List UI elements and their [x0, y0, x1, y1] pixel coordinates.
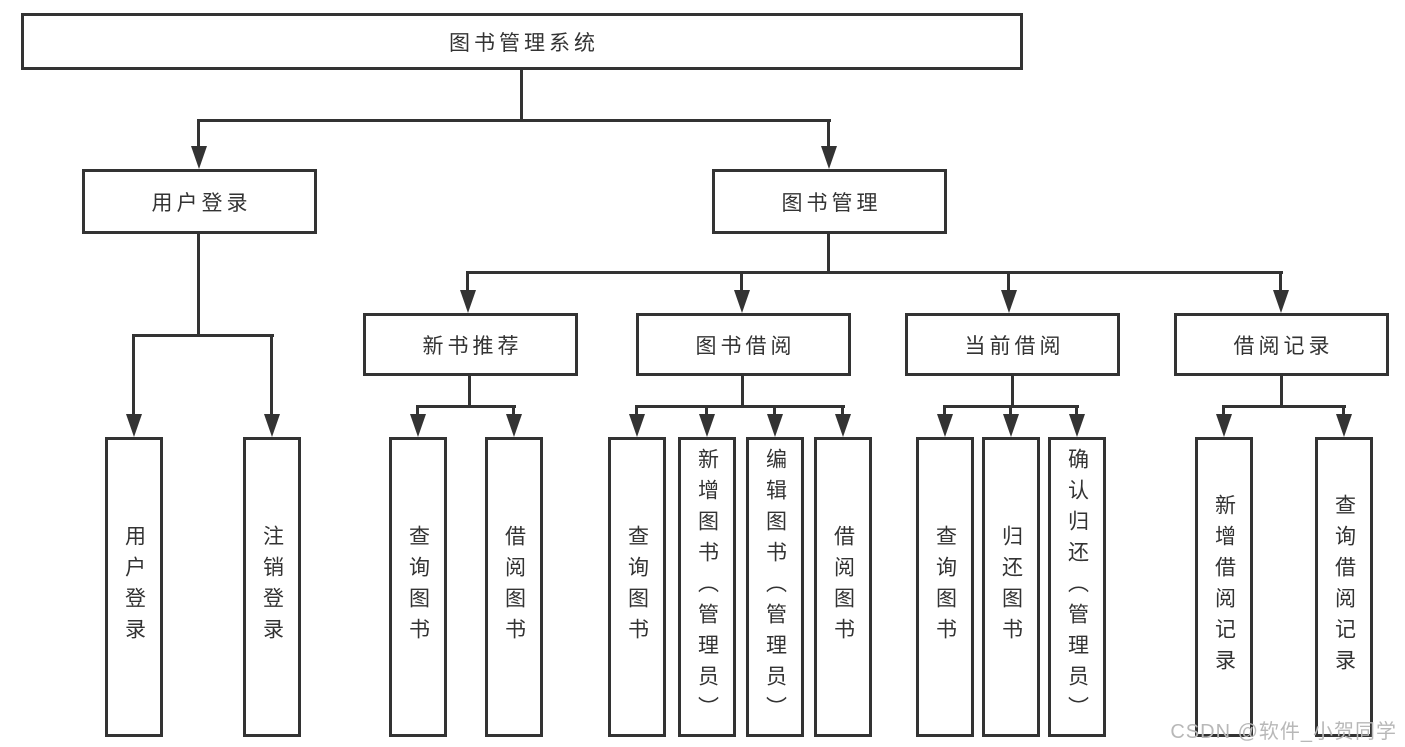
leaf-label-query-books-current: 查询图书 — [933, 525, 957, 649]
connector-arrowhead — [126, 414, 142, 437]
node-label-borrowing-records: 借阅记录 — [1233, 334, 1334, 358]
connector-line — [705, 405, 708, 418]
connector-arrowhead — [506, 414, 522, 437]
leaf-label-query-books-recommend: 查询图书 — [406, 525, 430, 649]
node-box-library-management-system: 图书管理系统 — [21, 13, 1023, 70]
connector-line — [1009, 405, 1012, 418]
connector-arrowhead — [460, 290, 476, 313]
connector-line — [466, 271, 1283, 274]
leaf-label-confirm-return-admin: 确认归还（管理员） — [1065, 447, 1089, 727]
node-label-user-login: 用户登录 — [151, 191, 252, 215]
connector-line — [132, 334, 274, 337]
connector-line — [1279, 271, 1282, 296]
watermark: CSDN @软件_小贺同学 — [1170, 721, 1397, 743]
connector-arrowhead — [1069, 414, 1085, 437]
leaf-box-query-books-recommend: 查询图书 — [389, 437, 447, 737]
leaf-box-return-books: 归还图书 — [982, 437, 1040, 737]
leaf-box-query-books-borrowing: 查询图书 — [608, 437, 666, 737]
connector-arrowhead — [767, 414, 783, 437]
connector-line — [1280, 375, 1283, 408]
connector-line — [520, 69, 523, 120]
node-box-book-management: 图书管理 — [712, 169, 947, 234]
leaf-box-edit-books-admin: 编辑图书（管理员） — [746, 437, 804, 737]
connector-line — [841, 405, 844, 418]
connector-arrowhead — [821, 146, 837, 169]
connector-line — [197, 233, 200, 336]
connector-line — [1222, 405, 1346, 408]
connector-arrowhead — [410, 414, 426, 437]
node-box-book-borrowing: 图书借阅 — [636, 313, 851, 376]
connector-arrowhead — [1003, 414, 1019, 437]
connector-line — [943, 405, 946, 418]
leaf-box-borrow-books: 借阅图书 — [814, 437, 872, 737]
node-label-book-borrowing: 图书借阅 — [695, 334, 796, 358]
leaf-box-add-borrow-record: 新增借阅记录 — [1195, 437, 1253, 737]
connector-arrowhead — [629, 414, 645, 437]
node-label-library-management-system: 图书管理系统 — [449, 31, 599, 55]
connector-line — [466, 271, 469, 296]
connector-line — [827, 233, 830, 274]
connector-line — [416, 405, 419, 418]
leaf-label-borrow-books: 借阅图书 — [831, 525, 855, 649]
connector-line — [635, 405, 638, 418]
connector-line — [1011, 375, 1014, 408]
connector-arrowhead — [835, 414, 851, 437]
leaf-box-user-login: 用户登录 — [105, 437, 163, 737]
leaf-box-query-borrow-record: 查询借阅记录 — [1315, 437, 1373, 737]
connector-line — [773, 405, 776, 418]
node-label-new-book-recommendation: 新书推荐 — [422, 334, 523, 358]
leaf-box-borrow-books-recommend: 借阅图书 — [485, 437, 543, 737]
connector-line — [1007, 271, 1010, 296]
leaf-label-user-login: 用户登录 — [122, 525, 146, 649]
leaf-box-query-books-current: 查询图书 — [916, 437, 974, 737]
connector-line — [416, 405, 516, 408]
connector-arrowhead — [699, 414, 715, 437]
connector-line — [1342, 405, 1345, 418]
connector-line — [741, 375, 744, 408]
connector-line — [512, 405, 515, 418]
connector-arrowhead — [1216, 414, 1232, 437]
connector-line — [1075, 405, 1078, 418]
node-label-book-management: 图书管理 — [781, 191, 882, 215]
connector-arrowhead — [734, 290, 750, 313]
connector-line — [197, 119, 831, 122]
connector-arrowhead — [1001, 290, 1017, 313]
leaf-label-query-borrow-record: 查询借阅记录 — [1332, 494, 1356, 680]
connector-line — [635, 405, 845, 408]
leaf-label-return-books: 归还图书 — [999, 525, 1023, 649]
connector-arrowhead — [1336, 414, 1352, 437]
connector-line — [827, 119, 830, 152]
connector-line — [197, 119, 200, 152]
connector-arrowhead — [191, 146, 207, 169]
node-box-user-login: 用户登录 — [82, 169, 317, 234]
connector-line — [1222, 405, 1225, 418]
leaf-box-confirm-return-admin: 确认归还（管理员） — [1048, 437, 1106, 737]
leaf-box-logout: 注销登录 — [243, 437, 301, 737]
leaf-label-query-books-borrowing: 查询图书 — [625, 525, 649, 649]
connector-line — [270, 334, 273, 420]
connector-arrowhead — [264, 414, 280, 437]
leaf-label-borrow-books-recommend: 借阅图书 — [502, 525, 526, 649]
connector-arrowhead — [1273, 290, 1289, 313]
leaf-label-edit-books-admin: 编辑图书（管理员） — [763, 447, 787, 727]
node-box-current-borrowing: 当前借阅 — [905, 313, 1120, 376]
connector-line — [132, 334, 135, 420]
node-box-new-book-recommendation: 新书推荐 — [363, 313, 578, 376]
leaf-label-add-books-admin: 新增图书（管理员） — [695, 447, 719, 727]
connector-line — [740, 271, 743, 296]
node-label-current-borrowing: 当前借阅 — [964, 334, 1065, 358]
connector-arrowhead — [937, 414, 953, 437]
node-box-borrowing-records: 借阅记录 — [1174, 313, 1389, 376]
connector-line — [468, 375, 471, 408]
leaf-box-add-books-admin: 新增图书（管理员） — [678, 437, 736, 737]
leaf-label-add-borrow-record: 新增借阅记录 — [1212, 494, 1236, 680]
leaf-label-logout: 注销登录 — [260, 525, 284, 649]
